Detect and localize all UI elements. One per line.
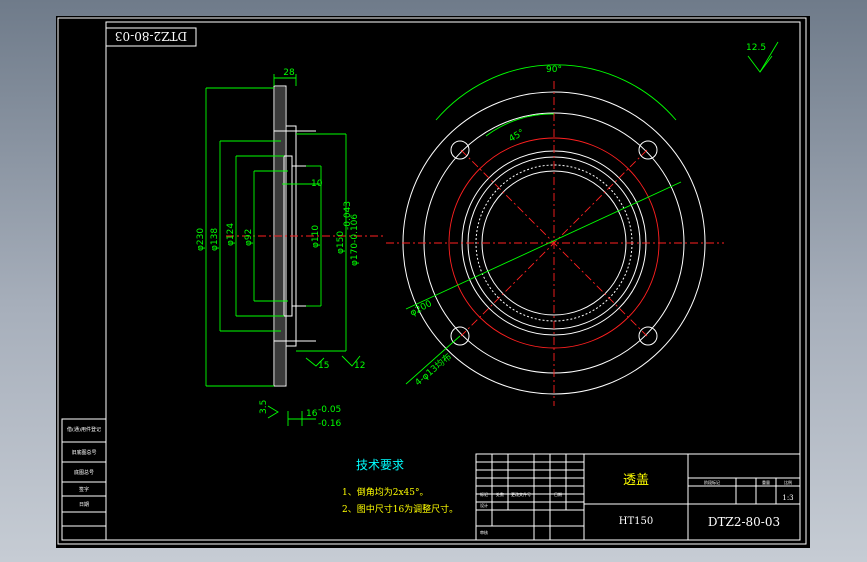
dim-16: 16 [306, 409, 318, 419]
dim-28: 28 [283, 68, 295, 78]
scale-value: 1:3 [782, 494, 793, 502]
dim-holes: 4-φ13均布 [412, 351, 454, 389]
dim-15: 15 [318, 361, 329, 371]
dim-90deg: 90° [546, 65, 562, 75]
tb-label-mark: 标记 [480, 491, 488, 497]
roughness-symbol-line [759, 41, 779, 73]
tb-label-stage: 阶段标记 [704, 479, 720, 485]
frame-border [105, 21, 801, 541]
sheet-border [57, 17, 807, 545]
tech-req-1: 1、倒角均为2x45°。 [342, 486, 428, 498]
dim-phi138: φ138 [210, 228, 220, 251]
part-name: 透盖 [623, 473, 649, 488]
left-title-strip [61, 418, 107, 541]
tb-label-count: 处数 [496, 491, 504, 497]
dim-phi150: φ150 [336, 231, 346, 254]
tech-req-2: 2、图中尺寸16为调整尺寸。 [342, 503, 458, 515]
tech-req-title: 技术要求 [356, 458, 404, 472]
tb-label-date: 日期 [554, 491, 562, 497]
dim-12: 12 [354, 361, 365, 371]
dim-tol-043: -0.043 [343, 201, 353, 230]
material: HT150 [619, 516, 653, 527]
tb-label-weight: 重量 [762, 479, 770, 485]
roughness-label: 12.5 [746, 43, 766, 53]
left-strip-label-2: 旧底图总号 [71, 449, 96, 456]
dim-phi110: φ110 [311, 225, 321, 248]
front-view [386, 64, 724, 406]
left-strip-label-1: 借(通)用件登记 [67, 426, 101, 433]
tb-label-review: 审核 [480, 529, 488, 535]
dim-16-tol-b: -0.16 [318, 419, 342, 429]
drawing-code: DTZ2-80-03 [708, 515, 780, 529]
dim-phi230: φ230 [196, 228, 206, 251]
section-view [205, 74, 386, 426]
tb-label-change-doc: 更改文件号 [511, 491, 531, 497]
left-strip-label-4: 签字 [79, 486, 89, 493]
tb-label-design: 设计 [480, 502, 488, 508]
code-box [105, 27, 197, 47]
tb-label-scale: 比例 [784, 479, 792, 485]
drawing-sheet: DTZ2-80-03 12.5 [57, 17, 807, 545]
title-block [475, 453, 801, 541]
dim-16-tol-a: -0.05 [318, 405, 341, 415]
left-strip-label-3: 底图总号 [74, 469, 94, 476]
dim-10: 10 [311, 179, 323, 189]
dim-phi170: φ170-0.106 [350, 214, 360, 266]
dim-3-5: 3.5 [259, 400, 269, 414]
dim-phi124: φ124 [226, 223, 236, 246]
left-strip-label-5: 日期 [79, 502, 89, 508]
drawing-canvas[interactable]: DTZ2-80-03 12.5 [56, 16, 810, 548]
code-upside-down: DTZ2-80-03 [115, 29, 187, 43]
dim-phi92: φ92 [244, 229, 254, 246]
